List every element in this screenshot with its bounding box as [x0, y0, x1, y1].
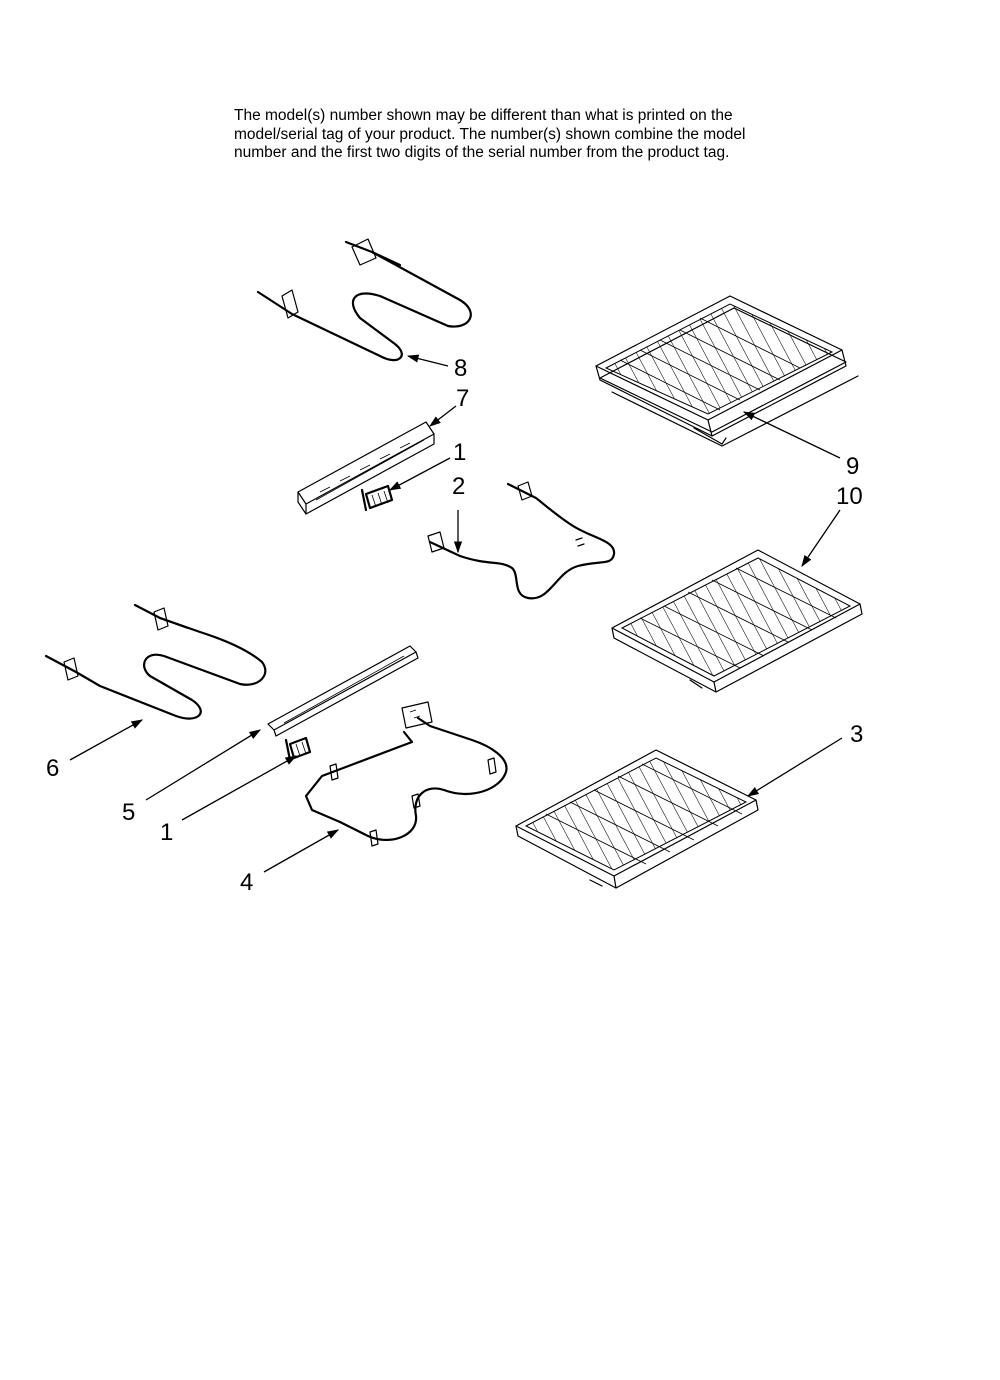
leader-1-top [388, 457, 451, 491]
part-9-slide-rack [595, 295, 859, 447]
callout-1-top: 1 [453, 439, 466, 466]
leader-8 [406, 354, 449, 367]
part-3-oven-rack [515, 749, 759, 889]
leader-4 [263, 829, 340, 873]
leader-5 [145, 729, 261, 801]
part-2-temperature-sensor [427, 481, 616, 600]
leader-lines [69, 354, 843, 873]
notice-line-3: number and the first two digits of the s… [234, 144, 730, 161]
leader-7 [429, 405, 457, 427]
callout-5: 5 [122, 799, 135, 826]
callout-1-bottom: 1 [160, 819, 173, 846]
callout-7: 7 [456, 385, 469, 412]
part-10-oven-rack [611, 549, 863, 693]
leader-9 [742, 411, 841, 459]
callout-6: 6 [46, 755, 59, 782]
part-7-bracket [297, 421, 435, 515]
part-8-bake-element [256, 238, 472, 362]
callout-4: 4 [240, 869, 253, 896]
leader-1-bottom [181, 755, 298, 821]
callout-9: 9 [846, 453, 859, 480]
part-1-screw-bottom [284, 736, 312, 762]
callout-8: 8 [454, 355, 467, 382]
leader-3 [747, 737, 843, 797]
part-6-lower-bake-element [44, 603, 267, 720]
callout-labels: 8 7 1 2 9 10 3 6 5 1 4 [46, 355, 863, 896]
callout-10: 10 [836, 483, 863, 510]
model-number-notice: The model(s) number shown may be differe… [234, 107, 834, 163]
leader-10 [801, 509, 841, 567]
part-5-strip [267, 645, 419, 737]
callout-3: 3 [850, 721, 863, 748]
callout-2: 2 [452, 473, 465, 500]
leader-6 [69, 719, 144, 761]
part-4-broil-element [304, 701, 508, 847]
notice-line-2: model/serial tag of your product. The nu… [234, 125, 746, 143]
notice-line-1: The model(s) number shown may be differe… [234, 107, 733, 124]
part-1-screw-top [360, 484, 394, 512]
